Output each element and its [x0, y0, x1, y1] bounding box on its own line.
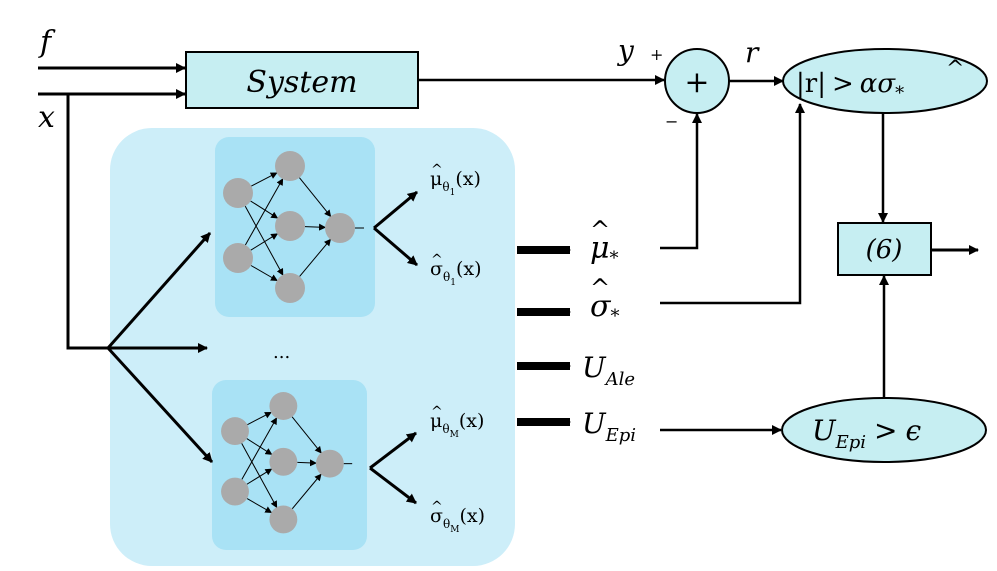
residual-threshold-ellipse [782, 48, 988, 114]
network-m-sigma-hat: ^ [431, 499, 443, 515]
network-edge [250, 200, 279, 219]
network-1-sigma-hat: ^ [431, 252, 443, 268]
network-1-mu-hat: ^ [431, 162, 443, 178]
ensemble-ellipsis: ... [273, 342, 290, 363]
network-edge [250, 265, 278, 282]
network-m-sigma-arrow [369, 466, 417, 505]
network-edge [246, 468, 273, 485]
network-edge [291, 473, 322, 510]
branch-network-m-arrow [106, 346, 214, 464]
network-edge [251, 172, 278, 187]
summing-operator: + [684, 65, 709, 100]
network-m-mu-hat: ^ [431, 404, 443, 420]
network-edge [241, 443, 278, 509]
network-edge [246, 438, 273, 455]
network-edge [304, 223, 327, 231]
network-m-sigma-label: σθM(x) [430, 505, 485, 535]
neuron-node [325, 213, 355, 243]
sigma-star-label: σ* [590, 289, 619, 327]
neuron-node [223, 178, 253, 208]
neuron-node [221, 477, 249, 506]
decision-block [837, 222, 932, 276]
network-1-mu-label: μθ1(x) [430, 168, 481, 198]
mu-feedback-line [660, 113, 702, 250]
branch-network-1-arrow [106, 232, 212, 349]
input-x-branch-line [66, 94, 108, 350]
network-edge [250, 233, 279, 251]
residual-threshold-text: |r|>ασ* [796, 69, 904, 104]
network-1-mu-arrow [373, 190, 418, 230]
network-edge [246, 498, 273, 513]
neuron-node [275, 211, 305, 241]
network-edge [247, 411, 272, 426]
network-m [221, 392, 353, 534]
neuron-node [269, 505, 298, 534]
input-x-label: x [38, 100, 55, 135]
u-ale-label: UAle [582, 351, 635, 390]
network-edge [291, 416, 322, 454]
output-y-label: y [616, 34, 635, 67]
mu-star-hat: ^ [590, 216, 610, 244]
network-edge [241, 417, 277, 480]
neuron-node [275, 151, 305, 181]
residual-threshold-hat: ^ [946, 57, 964, 82]
system-label: System [246, 65, 357, 100]
input-f-label: f [38, 25, 56, 60]
network-1 [223, 151, 364, 303]
neuron-node [223, 243, 253, 273]
epistemic-threshold-text: UEpi>ϵ [812, 414, 922, 453]
neuron-node [269, 392, 298, 420]
network-m-mu-arrow [369, 431, 417, 470]
sigma-feedback-line [660, 103, 805, 305]
network-edge [244, 178, 284, 246]
network-1-sigma-label: σθ1(x) [430, 258, 482, 288]
network-edge [299, 238, 332, 277]
neuron-node [269, 447, 298, 476]
network-1-sigma-arrow [373, 226, 418, 267]
plus-sign: + [650, 45, 663, 64]
u-epi-label: UEpi [582, 407, 636, 446]
sigma-star-hat: ^ [590, 274, 610, 302]
minus-sign: − [665, 112, 678, 131]
decision-label: (6) [866, 235, 903, 265]
mu-star-label: μ* [590, 231, 619, 269]
network-m-mu-label: μθM(x) [430, 410, 484, 440]
network-edge [297, 459, 317, 467]
network-edge [299, 177, 332, 218]
neuron-node [221, 417, 249, 446]
network-edge [244, 205, 284, 276]
residual-label: r [745, 36, 760, 69]
neuron-node [315, 449, 344, 478]
neuron-node [275, 273, 305, 303]
